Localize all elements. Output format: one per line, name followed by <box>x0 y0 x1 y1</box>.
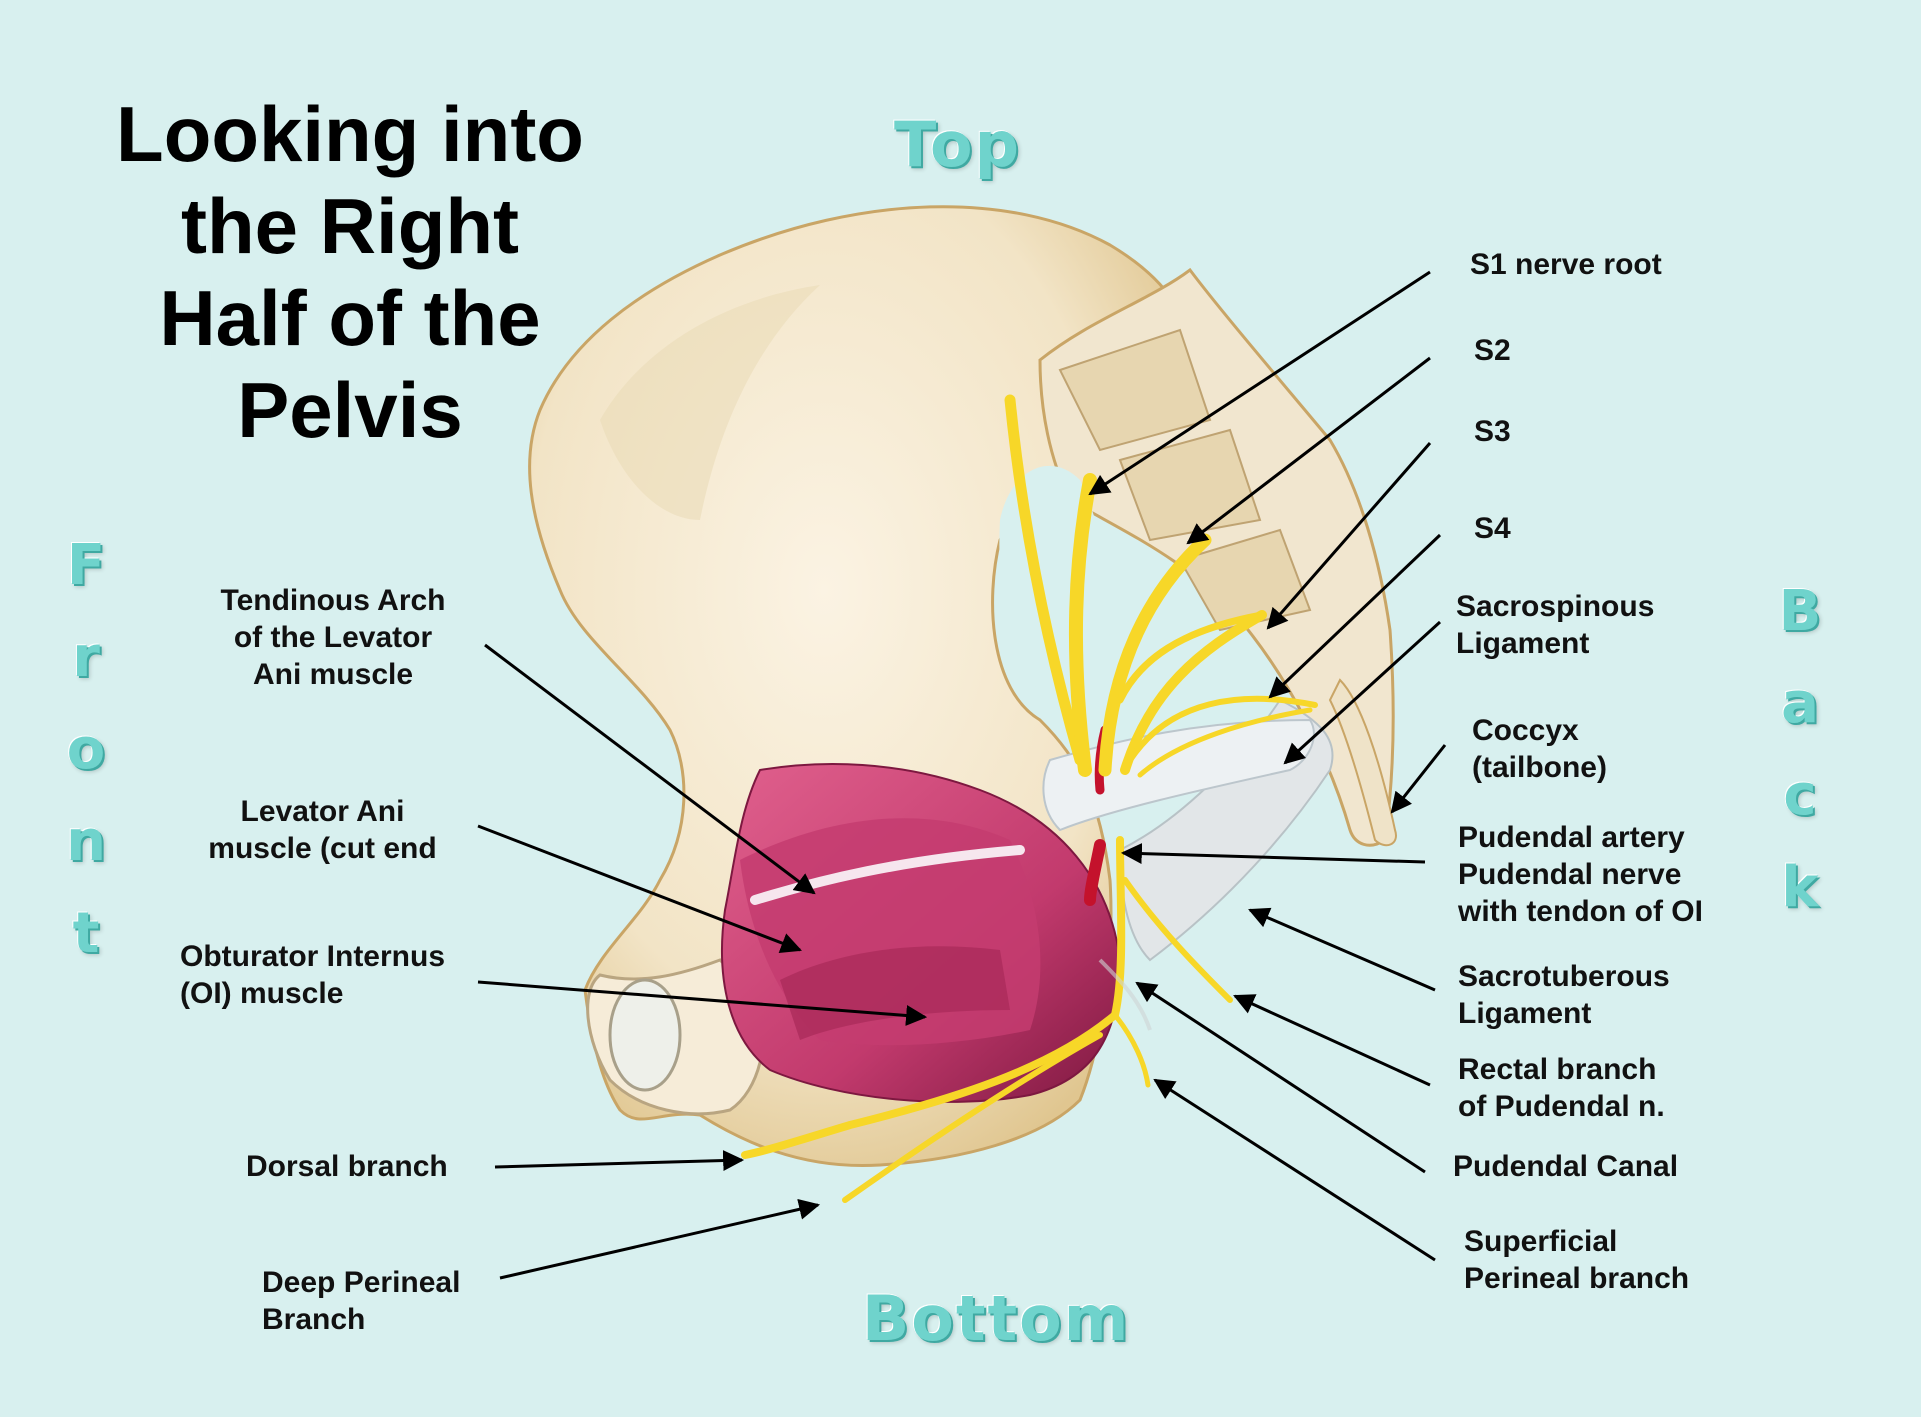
leader-arrows <box>477 270 1447 1280</box>
title-line: Pelvis <box>237 366 463 454</box>
label-deep-perineal-branch: Deep Perineal Branch <box>262 1264 460 1338</box>
front-letter: r <box>72 625 100 690</box>
label-line: Ligament <box>1456 627 1590 660</box>
back-letter: c <box>1783 763 1817 828</box>
orientation-top: Top <box>894 108 1022 181</box>
label-line: Sacrospinous <box>1456 590 1655 623</box>
label-levator-ani: Levator Ani muscle (cut end <box>195 793 450 867</box>
title-line: Half of the <box>159 274 541 362</box>
label-pudendal: Pudendal artery Pudendal nerve with tend… <box>1458 819 1703 930</box>
front-letter: F <box>66 533 106 598</box>
label-rectal-branch: Rectal branch of Pudendal n. <box>1458 1051 1665 1125</box>
label-line: Tendinous Arch <box>220 584 446 617</box>
label-line: Rectal branch <box>1458 1053 1657 1086</box>
label-s2: S2 <box>1474 334 1511 367</box>
orientation-front: F r o n t <box>56 520 116 980</box>
back-letter: B <box>1778 579 1822 644</box>
label-line: Pudendal nerve <box>1458 858 1682 891</box>
front-letter: t <box>72 901 100 966</box>
orientation-back: B a c k <box>1770 566 1830 934</box>
label-sacrospinous-ligament: Sacrospinous Ligament <box>1456 588 1654 662</box>
label-line: with tendon of OI <box>1458 895 1703 928</box>
pubic-symphysis <box>608 978 682 1092</box>
label-line: Ligament <box>1458 997 1592 1030</box>
label-s3: S3 <box>1474 415 1511 448</box>
label-line: Levator Ani <box>240 795 405 828</box>
pudendal-nerve <box>741 836 1233 1203</box>
label-superficial-perineal-branch: Superficial Perineal branch <box>1464 1223 1689 1297</box>
back-letter: k <box>1781 855 1819 920</box>
label-line: Obturator Internus <box>180 940 446 973</box>
label-s4: S4 <box>1474 512 1511 545</box>
label-sacrotuberous-ligament: Sacrotuberous Ligament <box>1458 958 1670 1032</box>
label-line: Coccyx <box>1472 714 1579 747</box>
orientation-bottom: Bottom <box>862 1282 1131 1355</box>
label-obturator-internus: Obturator Internus (OI) muscle <box>180 938 445 1012</box>
label-line: of Pudendal n. <box>1458 1090 1665 1123</box>
label-tendinous-arch: Tendinous Arch of the Levator Ani muscle <box>208 582 458 693</box>
label-line: (OI) muscle <box>180 977 344 1010</box>
label-s1-nerve-root: S1 nerve root <box>1470 248 1662 281</box>
back-letter: a <box>1781 671 1819 736</box>
coccyx <box>1328 678 1397 847</box>
front-letter: n <box>66 809 106 874</box>
front-letter: o <box>66 717 106 782</box>
label-pudendal-canal: Pudendal Canal <box>1453 1150 1679 1183</box>
label-line: muscle (cut end <box>208 832 437 865</box>
title-line: Looking into <box>116 90 584 178</box>
label-line: Ani muscle <box>252 658 414 691</box>
title-line: the Right <box>181 182 519 270</box>
label-line: Pudendal artery <box>1458 821 1685 854</box>
label-line: Superficial <box>1464 1225 1618 1258</box>
label-line: of the Levator <box>233 621 433 654</box>
label-line: (tailbone) <box>1472 751 1607 784</box>
label-line: Branch <box>262 1303 366 1336</box>
sacral-nerves <box>1004 394 1318 778</box>
label-coccyx: Coccyx (tailbone) <box>1472 712 1607 786</box>
label-dorsal-branch: Dorsal branch <box>246 1150 448 1183</box>
tendinous-arch <box>750 845 1025 905</box>
label-line: Perineal branch <box>1464 1262 1690 1295</box>
diagram-title: Looking into the Right Half of the Pelvi… <box>70 88 630 456</box>
label-line: Deep Perineal <box>262 1266 461 1299</box>
label-line: Sacrotuberous <box>1458 960 1670 993</box>
